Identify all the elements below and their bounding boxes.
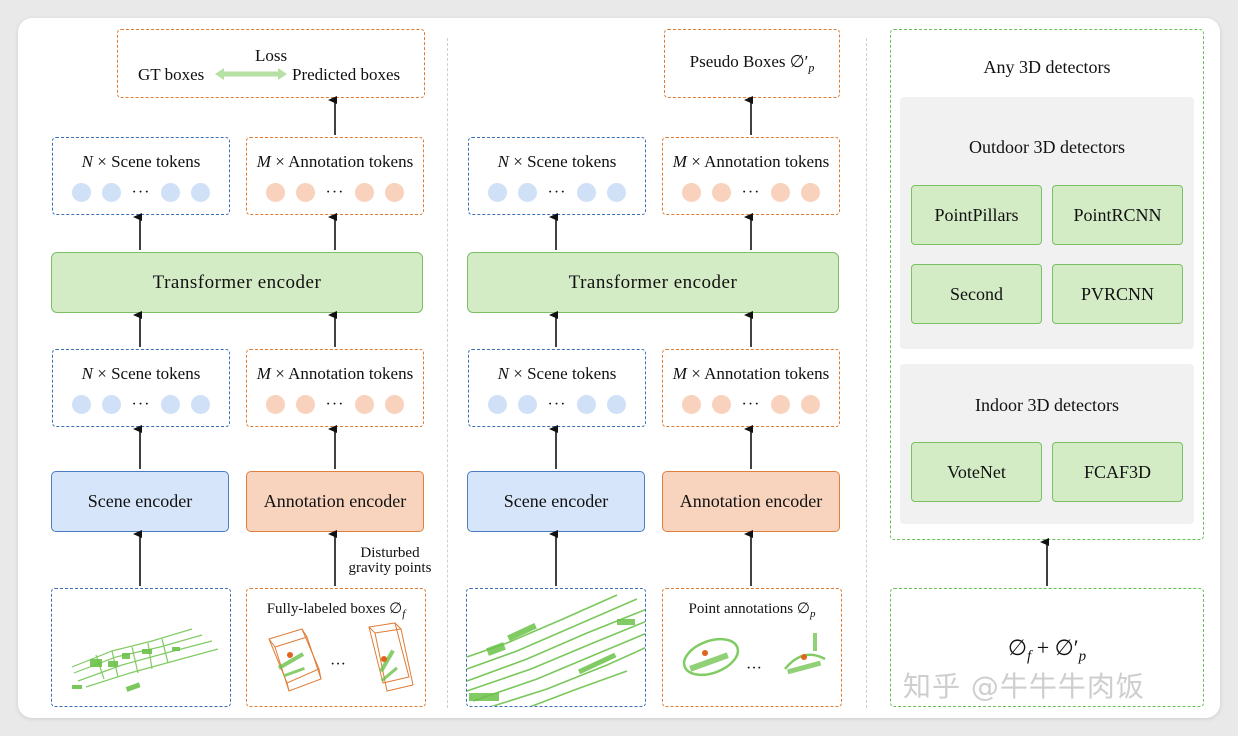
fully-labeled-boxes-input: Fully-labeled boxes ∅f ··· [246, 588, 426, 707]
annotation-tokens-box-bottom: M × Annotation tokens ··· [246, 349, 424, 427]
scene-token-dots: ··· [469, 183, 645, 202]
panel-separator [866, 38, 867, 708]
annotations-ellipsis: ··· [746, 660, 762, 677]
scene-tokens-box-top: N × Scene tokens ··· [52, 137, 230, 215]
annotation-tokens-box-top: M × Annotation tokens ··· [246, 137, 424, 215]
panel-separator [447, 38, 448, 708]
detector-fcaf3d: FCAF3D [1052, 442, 1183, 502]
detector-votenet: VoteNet [911, 442, 1042, 502]
annotation-token-dots: ··· [247, 395, 423, 414]
annotation-tokens-box-top: M × Annotation tokens ··· [662, 137, 840, 215]
scene-tokens-box-top: N × Scene tokens ··· [468, 137, 646, 215]
pseudo-boxes-box: Pseudo Boxes ∅′p [664, 29, 840, 98]
predicted-boxes-label: Predicted boxes [292, 65, 401, 84]
fully-labeled-label: Fully-labeled boxes ∅f [266, 601, 406, 620]
annotation-tokens-label: M × Annotation tokens [672, 364, 830, 383]
outdoor-detectors-title: Outdoor 3D detectors [969, 137, 1125, 157]
scene-encoder: Scene encoder [51, 471, 229, 532]
point-annotations-input: Point annotations ∅p ··· [662, 588, 842, 707]
annotation-encoder: Annotation encoder [246, 471, 424, 532]
detector-pointpillars: PointPillars [911, 185, 1042, 245]
loss-box: Loss GT boxes Predicted boxes [117, 29, 425, 98]
scene-tokens-label: N × Scene tokens [81, 364, 201, 383]
scene-tokens-box-bottom: N × Scene tokens ··· [468, 349, 646, 427]
pseudo-boxes-label: Pseudo Boxes ∅′p [689, 51, 815, 75]
point-annotation-illustration: ··· [682, 633, 826, 677]
gt-boxes-label: GT boxes [138, 65, 205, 84]
formula-label: ∅f + ∅′p [1007, 635, 1087, 665]
annotation-tokens-box-bottom: M × Annotation tokens ··· [662, 349, 840, 427]
loss-double-arrow-icon [215, 68, 287, 80]
annotation-tokens-label: M × Annotation tokens [672, 152, 830, 171]
scene-point-cloud-input [466, 588, 646, 707]
boxes-ellipsis: ··· [330, 656, 346, 673]
scene-token-dots: ··· [469, 395, 645, 414]
annotation-tokens-label: M × Annotation tokens [256, 152, 414, 171]
lidar-scene-image [467, 594, 645, 706]
detector-second: Second [911, 264, 1042, 324]
labeled-box-illustration: ··· [268, 622, 414, 692]
lidar-scene-image [71, 628, 219, 692]
annotation-tokens-label: M × Annotation tokens [256, 364, 414, 383]
transformer-encoder: Transformer encoder [51, 252, 423, 313]
scene-encoder: Scene encoder [467, 471, 645, 532]
annotation-encoder: Annotation encoder [662, 471, 840, 532]
any-3d-detectors-title: Any 3D detectors [983, 57, 1111, 77]
detector-pvrcnn: PVRCNN [1052, 264, 1183, 324]
watermark: 知乎 @牛牛牛肉饭 [903, 670, 1145, 703]
loss-label: Loss [254, 46, 288, 65]
detector-pointrcnn: PointRCNN [1052, 185, 1183, 245]
scene-tokens-label: N × Scene tokens [497, 152, 617, 171]
scene-token-dots: ··· [53, 395, 229, 414]
annotation-token-dots: ··· [663, 183, 839, 202]
scene-point-cloud-input [51, 588, 231, 707]
scene-tokens-label: N × Scene tokens [497, 364, 617, 383]
point-annotations-label: Point annotations ∅p [688, 601, 816, 620]
formula-box: ∅f + ∅′p [890, 588, 1204, 707]
scene-token-dots: ··· [53, 183, 229, 202]
scene-tokens-box-bottom: N × Scene tokens ··· [52, 349, 230, 427]
indoor-detectors-title: Indoor 3D detectors [975, 395, 1119, 415]
scene-tokens-label: N × Scene tokens [81, 152, 201, 171]
annotation-token-dots: ··· [663, 395, 839, 414]
transformer-encoder: Transformer encoder [467, 252, 839, 313]
disturbed-gravity-label: Disturbed gravity points [348, 545, 432, 576]
annotation-token-dots: ··· [247, 183, 423, 202]
